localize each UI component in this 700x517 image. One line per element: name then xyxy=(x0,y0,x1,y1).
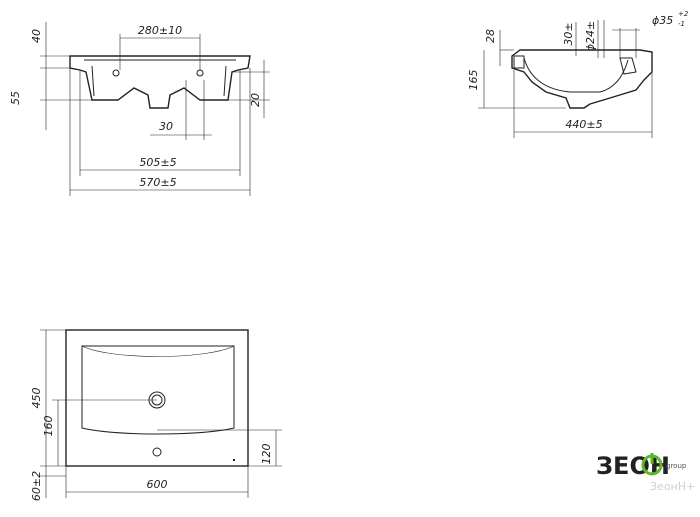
dim-35-tol-top: +2 xyxy=(678,10,689,18)
side-view: 28 30± ϕ24± ϕ35 +2 -1 165 440±5 xyxy=(467,10,689,138)
dim-505: 505±5 xyxy=(139,156,176,169)
dim-35: ϕ35 xyxy=(652,14,673,27)
dim-165: 165 xyxy=(467,70,480,91)
dim-440: 440±5 xyxy=(565,118,602,131)
dim-450: 450 xyxy=(30,388,43,409)
front-tap-hole-right xyxy=(196,69,204,77)
top-view: 450 160 120 600 60±2 xyxy=(30,329,282,501)
dim-60: 60±2 xyxy=(30,471,43,501)
front-view: 280±10 40 55 20 30 505±5 570±5 xyxy=(9,22,270,196)
brand-logo: ЗЕОН group ЗеонН+ xyxy=(596,452,695,493)
side-overflow xyxy=(513,55,525,69)
dim-570: 570±5 xyxy=(139,176,176,189)
front-basin-outline xyxy=(69,55,251,109)
dim-35-tol-bot: -1 xyxy=(678,20,685,28)
logo-sub-text: group xyxy=(666,462,687,470)
dim-30-side: 30± xyxy=(562,22,575,45)
top-basin-outline xyxy=(65,329,249,467)
watermark: ЗеонН+ xyxy=(650,480,695,493)
front-basin-inner xyxy=(84,59,236,97)
dim-30: 30 xyxy=(159,120,173,133)
dim-20: 20 xyxy=(249,93,262,107)
dim-120: 120 xyxy=(260,444,273,465)
dim-28: 28 xyxy=(484,29,497,43)
top-mark xyxy=(233,459,235,461)
top-bowl-curve xyxy=(81,345,235,357)
side-basin-inner xyxy=(523,57,629,93)
dim-160: 160 xyxy=(42,416,55,437)
dim-40: 40 xyxy=(30,29,43,43)
dim-280: 280±10 xyxy=(138,24,182,37)
top-tap-hole xyxy=(152,447,162,457)
side-tap-bore xyxy=(619,57,637,75)
side-basin-outline xyxy=(511,49,653,109)
dim-600: 600 xyxy=(147,478,168,491)
dim-24: ϕ24± xyxy=(584,21,597,51)
front-tap-hole-left xyxy=(112,69,120,77)
top-bowl-inner xyxy=(81,345,235,435)
logo-text: ЗЕОН xyxy=(596,452,670,480)
dim-55: 55 xyxy=(9,91,22,105)
